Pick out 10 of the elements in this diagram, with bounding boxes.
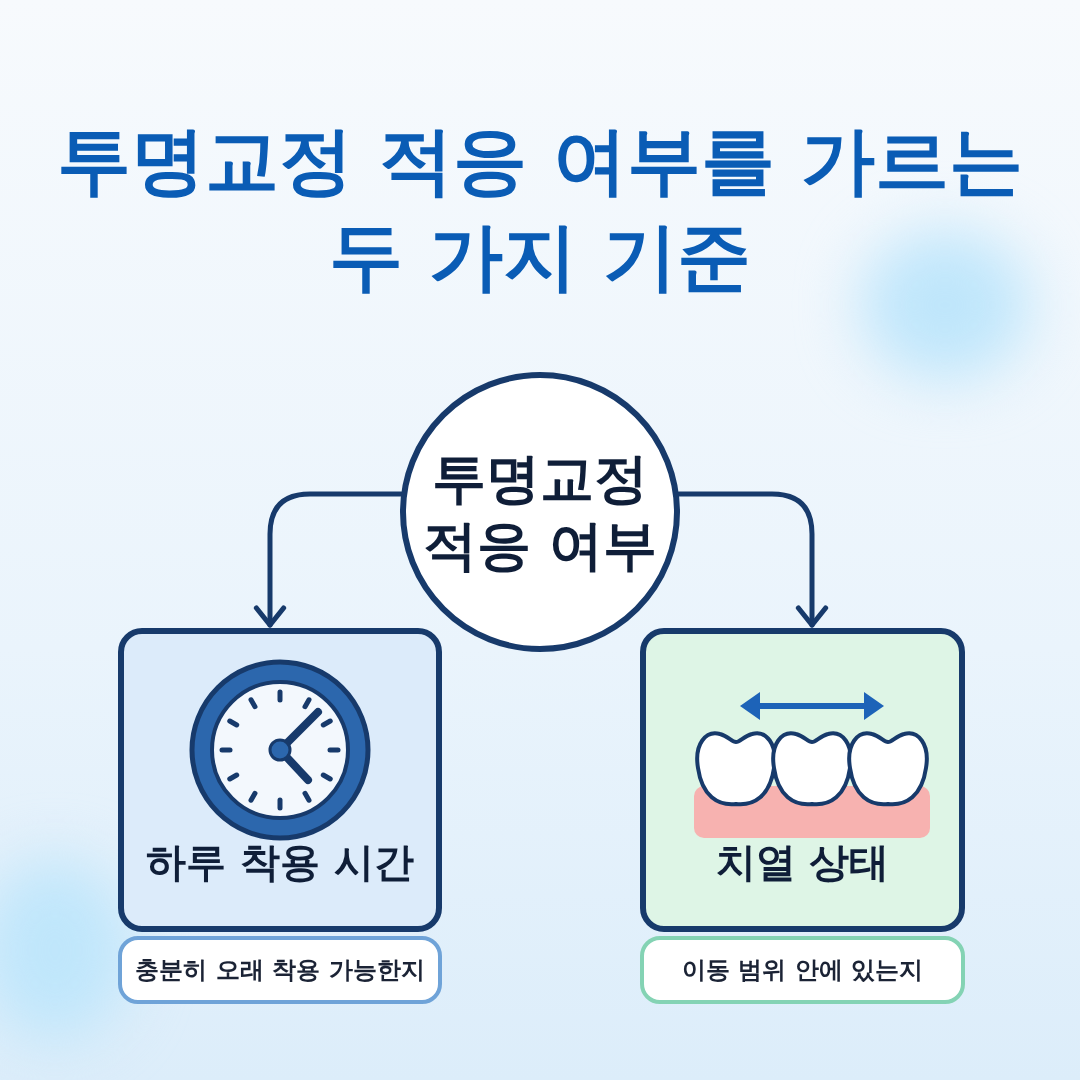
- description-pill: [640, 936, 965, 1004]
- card-label: 하루 착용 시간: [145, 838, 415, 887]
- title: 투명교정 적응 여부를 가르는 두 가지 기준: [56, 116, 1024, 302]
- topic-text: 투명교정 적응 여부: [421, 445, 659, 579]
- card-label: 치열 상태: [714, 838, 891, 887]
- description-text: 충분히 오래 착용 가능한지: [135, 955, 425, 986]
- description-text: 이동 범위 안에 있는지: [681, 955, 924, 986]
- criteria-card: [640, 628, 965, 932]
- criteria-card: [118, 628, 442, 932]
- description-pill: [118, 936, 442, 1004]
